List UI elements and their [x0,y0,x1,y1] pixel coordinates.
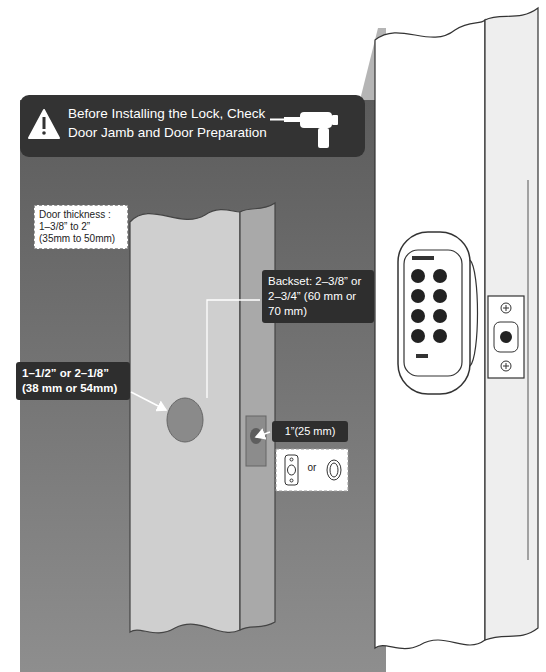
note-box: Door thickness : 1–3/8” to 2” (35mm to 5… [34,205,128,249]
faceplate-box [276,449,348,491]
node-text: or [300,462,324,474]
faceplate-option: or [300,462,324,474]
door-face [130,210,240,633]
door-edge [485,8,538,640]
warning-icon [29,110,59,138]
backset-leader [207,300,260,398]
door-strip [528,180,529,560]
faceplate-icon [285,455,341,485]
shade-panel [20,100,386,672]
node-text: 1”(25 mm) [276,425,344,438]
dimension-label: 1”(25 mm) [272,421,348,442]
drill-icon [270,112,338,148]
banner-box [20,95,365,157]
node-text: Door thickness : 1–3/8” to 2” (35mm to 5… [39,209,123,245]
dimension-label: Backset: 2–3/8” or 2–3/4” (60 mm or 70 m… [262,270,374,323]
keypad-lock [398,232,478,394]
edge-bore-mortise [246,416,266,466]
banner-heading: Before Installing the Lock, Check Door J… [66,103,278,145]
node-text: Backset: 2–3/8” or 2–3/4” (60 mm or 70 m… [268,274,368,319]
door-edge [240,203,275,630]
latch-plate [488,296,524,378]
dimension-label: 1–1/2” or 2–1/8” (38 mm or 54mm) [16,362,130,400]
bore-leader [131,392,166,410]
cross-bore-hole [167,398,203,442]
latch-leader [256,432,270,437]
door-face [375,20,485,649]
node-text: 1–1/2” or 2–1/8” (38 mm or 54mm) [22,366,124,396]
node-text: Before Installing the Lock, Check Door J… [68,105,276,143]
